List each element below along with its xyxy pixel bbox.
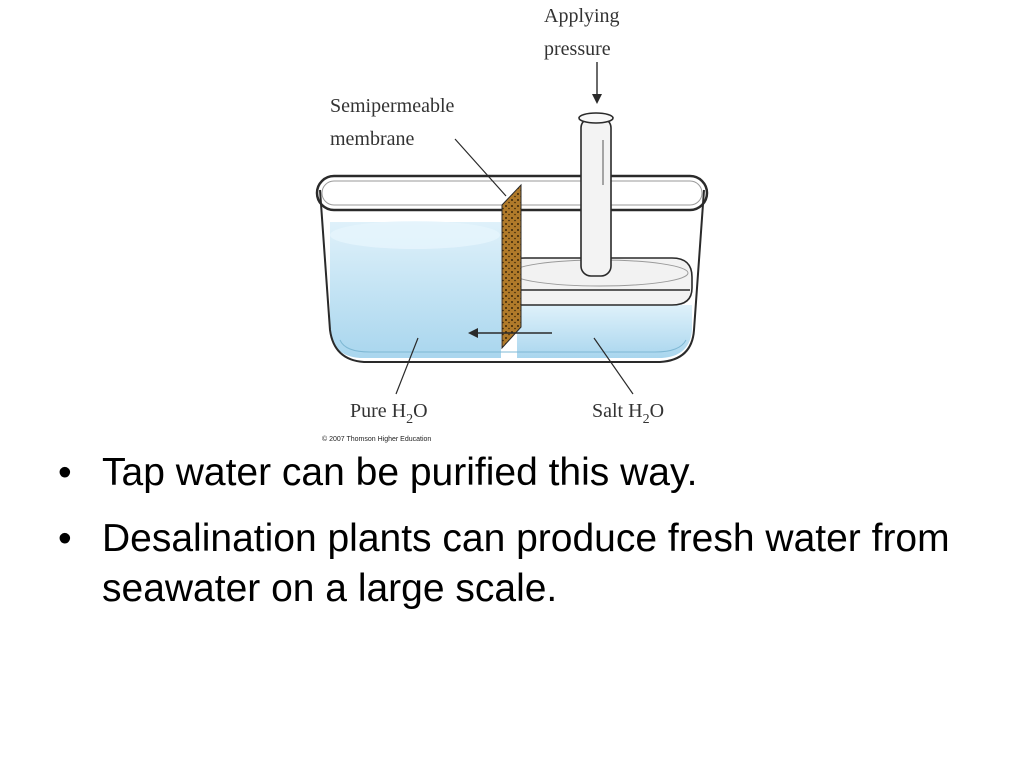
bullet-marker: • [58,451,72,494]
piston-tube [580,117,612,277]
reverse-osmosis-diagram: Applying pressure Semipermeable membrane… [300,0,720,450]
bullet-text: Tap water can be purified this way. [102,451,698,494]
flow-arrow-icon [468,328,478,338]
membrane-label-line1: Semipermeable [330,95,455,117]
pure-water-label: Pure H2O [350,400,428,427]
applying-label-line1: Applying [544,5,620,27]
pure-water [330,222,501,358]
bullet-marker: • [58,517,72,560]
bullet-item: • Desalination plants can produce fresh … [58,514,958,614]
pure-water-surface [330,221,500,249]
bullet-list: • Tap water can be purified this way. • … [58,448,958,630]
salt-water-label: Salt H2O [592,400,664,427]
bullet-text: Desalination plants can produce fresh wa… [102,517,950,610]
diagram-svg: Applying pressure Semipermeable membrane… [315,5,709,443]
bullet-item: • Tap water can be purified this way. [58,448,958,498]
copyright-credit: © 2007 Thomson Higher Education [322,435,431,443]
membrane-label-line2: membrane [330,128,415,150]
salt-water [517,305,692,358]
container-body [319,189,705,363]
pressure-arrow-icon [592,94,602,104]
semipermeable-membrane-shape [501,183,522,350]
applying-label-line2: pressure [544,38,611,60]
